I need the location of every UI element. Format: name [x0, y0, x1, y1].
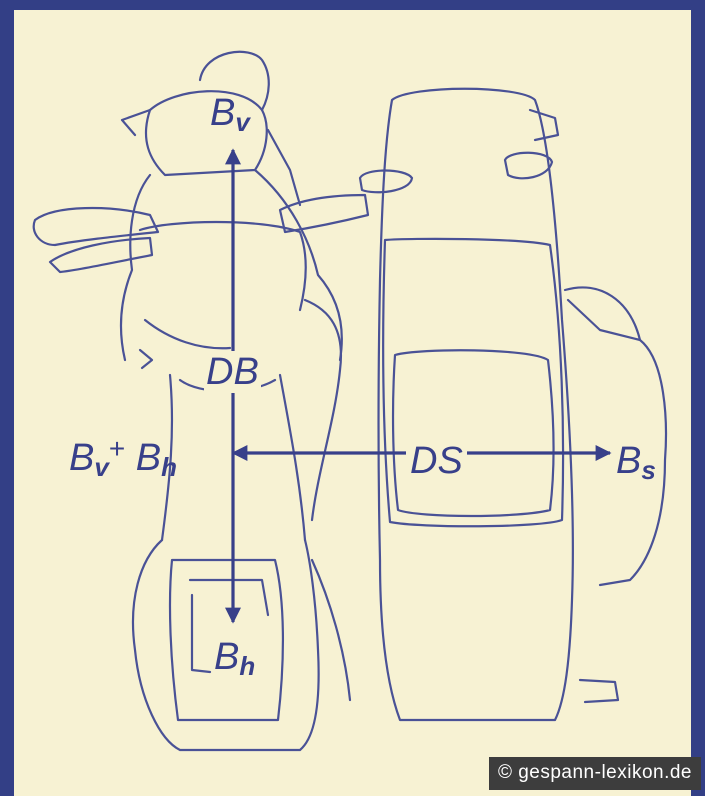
label-bv: Bv — [210, 92, 250, 137]
motorcycle-sidecar-diagram — [32, 50, 668, 752]
label-ds: DS — [406, 440, 467, 482]
label-db: DB — [204, 351, 261, 393]
label-bv-plus-bh: Bv+ Bh — [69, 433, 177, 482]
motorcycle-outline-icon — [32, 50, 370, 752]
label-bs: Bs — [616, 440, 656, 485]
label-bh: Bh — [214, 636, 256, 681]
copyright-badge: © gespann-lexikon.de — [488, 757, 701, 790]
sidecar-outline-icon — [310, 87, 668, 722]
